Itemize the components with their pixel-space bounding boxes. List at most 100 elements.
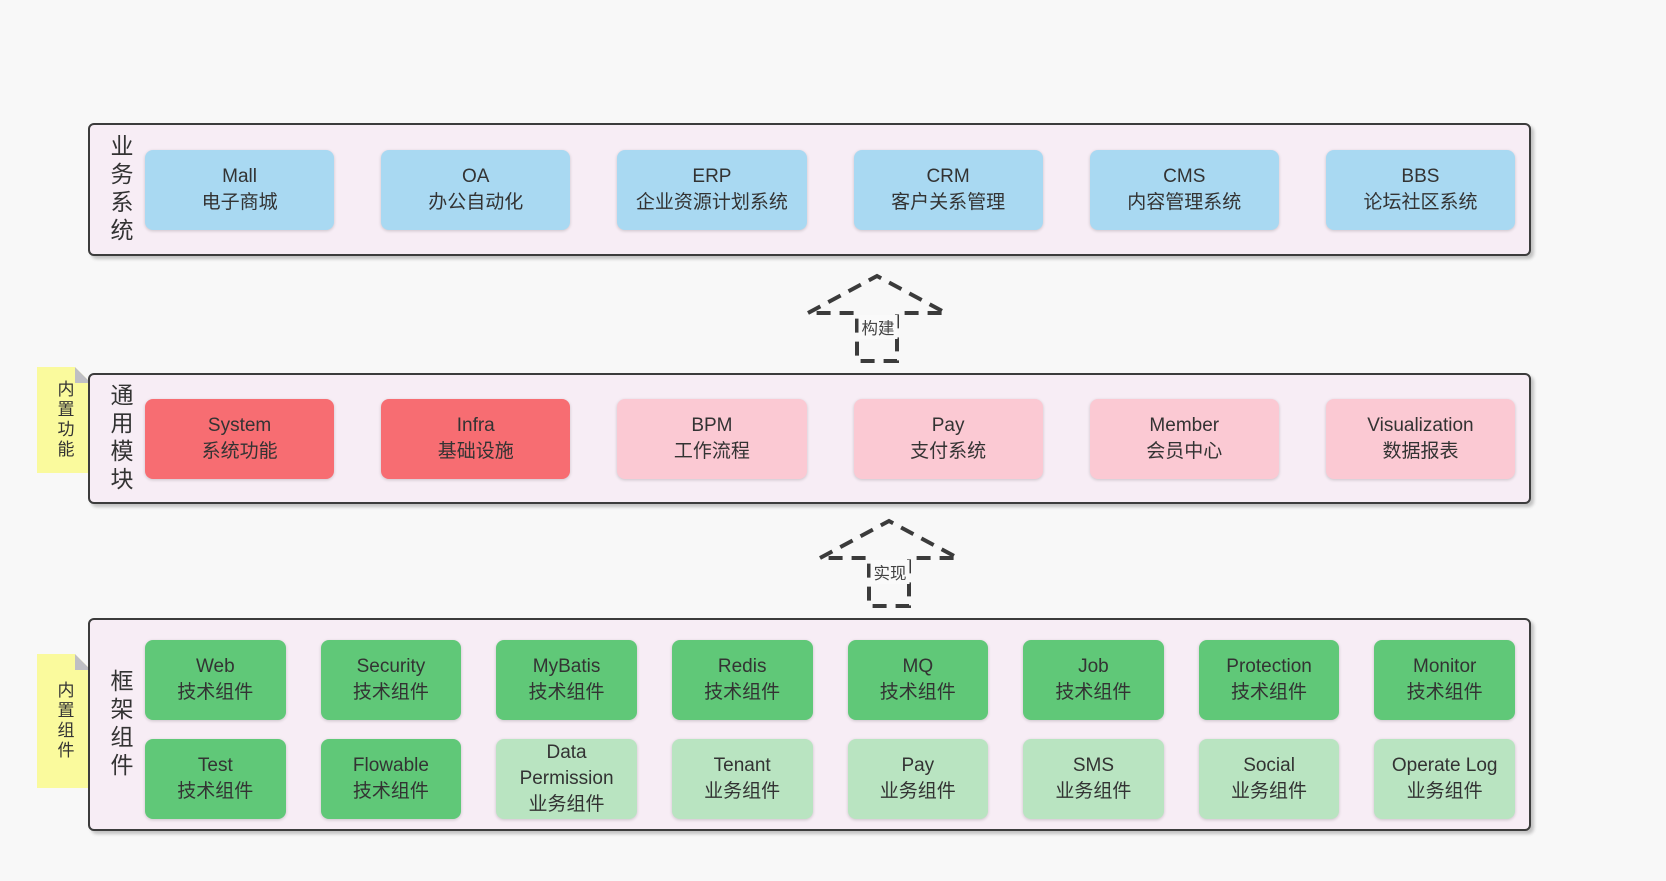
box-name: Social [1243,755,1295,776]
box-name: Protection [1226,656,1312,677]
common-module-boxes: System 系统功能 Infra 基础设施 BPM 工作流程 Pay 支付系统… [145,375,1516,502]
box-subtitle: 电子商城 [201,191,278,213]
box-job: Job 技术组件 [1023,640,1164,720]
box-monitor: Monitor 技术组件 [1374,640,1515,720]
box-subtitle: 内容管理系统 [1127,191,1242,213]
box-subtitle: 企业资源计划系统 [635,191,788,213]
box-pay-biz: Pay 业务组件 [847,739,989,819]
box-member: Member 会员中心 [1089,398,1279,479]
box-name: Web [195,656,235,677]
box-subtitle: 技术组件 [879,682,956,703]
arrow-label-implement: 实现 [870,560,910,584]
box-subtitle: 系统功能 [201,440,278,462]
box-name: Flowable [352,755,429,776]
box-name: Visualization [1367,414,1474,436]
up-arrow-implement: 实现 [812,516,968,610]
box-subtitle: 支付系统 [910,440,987,462]
box-operate-log: Operate Log 业务组件 [1374,739,1515,819]
box-visualization: Visualization 数据报表 [1325,398,1516,479]
box-bbs: BBS 论坛社区系统 [1325,149,1516,230]
box-tenant: Tenant 业务组件 [671,739,813,819]
box-subtitle: 业务组件 [879,781,956,802]
box-web: Web 技术组件 [145,640,286,720]
sticky-note-label: 内置组件 [54,681,74,761]
biz-component-row: Test 技术组件 Flowable 技术组件 Data Permission … [145,739,1515,819]
box-name: OA [462,165,490,187]
box-redis: Redis 技术组件 [671,640,813,720]
box-name: Job [1078,656,1109,677]
box-subtitle: 会员中心 [1146,440,1223,462]
dashed-up-arrow-icon [819,518,959,608]
box-name: BBS [1401,165,1440,187]
sticky-note-label: 内置功能 [54,380,74,460]
tech-component-row: Web 技术组件 Security 技术组件 MyBatis 技术组件 Redi… [145,640,1515,720]
box-subtitle: 技术组件 [528,682,605,703]
box-name: Tenant [713,755,771,776]
business-system-boxes: Mall 电子商城 OA 办公自动化 ERP 企业资源计划系统 CRM 客户关系… [145,125,1516,254]
box-mybatis: MyBatis 技术组件 [496,640,637,720]
box-cms: CMS 内容管理系统 [1089,149,1279,230]
box-security: Security 技术组件 [320,640,462,720]
box-sms: SMS 业务组件 [1023,739,1164,819]
box-mall: Mall 电子商城 [145,149,335,230]
box-bpm: BPM 工作流程 [617,398,807,479]
box-social: Social 业务组件 [1198,739,1340,819]
box-name: Infra [456,414,495,436]
box-subtitle: 工作流程 [673,440,750,462]
box-subtitle: 技术组件 [177,781,254,802]
box-name: ERP [692,165,732,187]
box-erp: ERP 企业资源计划系统 [617,149,807,230]
layer-business-systems: 业务系统 Mall 电子商城 OA 办公自动化 ERP 企业资源计划系统 CRM… [88,123,1531,256]
box-subtitle: 技术组件 [352,781,429,802]
layer-framework-components: 框架组件 Web 技术组件 Security 技术组件 MyBatis 技术组件… [88,618,1531,831]
box-name: MyBatis [532,656,601,677]
layer-label-business-systems: 业务系统 [107,133,133,246]
box-pay: Pay 支付系统 [853,398,1043,479]
layer-label-framework-components: 框架组件 [107,668,133,781]
layer-common-modules: 通用模块 System 系统功能 Infra 基础设施 BPM 工作流程 Pay… [88,373,1531,504]
box-name: MQ [902,656,934,677]
box-name: Data Permission [519,742,614,789]
box-subtitle: 业务组件 [1231,781,1308,802]
layer-label-common-modules: 通用模块 [107,382,133,495]
box-subtitle: 业务组件 [704,781,781,802]
box-name: CRM [926,165,970,187]
up-arrow-build: 构建 [800,271,956,365]
dashed-up-arrow-icon [807,273,947,363]
box-mq: MQ 技术组件 [847,640,989,720]
box-name: Member [1149,414,1220,436]
box-name: BPM [691,414,733,436]
box-name: Redis [717,656,767,677]
box-subtitle: 技术组件 [1055,682,1132,703]
box-flowable: Flowable 技术组件 [320,739,462,819]
box-subtitle: 基础设施 [437,440,514,462]
box-subtitle: 技术组件 [177,682,254,703]
box-subtitle: 业务组件 [1406,781,1483,802]
box-protection: Protection 技术组件 [1198,640,1340,720]
box-data-permission: Data Permission 业务组件 [496,739,637,819]
box-subtitle: 业务组件 [528,794,605,815]
framework-component-rows: Web 技术组件 Security 技术组件 MyBatis 技术组件 Redi… [145,640,1515,819]
arrow-label-build: 构建 [858,315,898,339]
box-name: CMS [1163,165,1206,187]
box-name: SMS [1072,755,1115,776]
box-subtitle: 技术组件 [1406,682,1483,703]
sticky-note-built-in-components: 内置组件 [37,654,91,788]
box-oa: OA 办公自动化 [381,149,571,230]
box-subtitle: 业务组件 [1055,781,1132,802]
box-name: Monitor [1413,656,1477,677]
box-name: Pay [901,755,935,776]
box-subtitle: 办公自动化 [428,191,524,213]
box-name: System [207,414,272,436]
box-subtitle: 客户关系管理 [891,191,1006,213]
sticky-note-built-in-functions: 内置功能 [37,367,91,473]
box-infra: Infra 基础设施 [381,398,571,479]
box-subtitle: 技术组件 [1231,682,1308,703]
box-system: System 系统功能 [145,398,335,479]
box-name: Security [356,656,426,677]
box-subtitle: 论坛社区系统 [1363,191,1478,213]
box-name: Operate Log [1391,755,1498,776]
box-subtitle: 技术组件 [704,682,781,703]
box-name: Pay [931,414,965,436]
